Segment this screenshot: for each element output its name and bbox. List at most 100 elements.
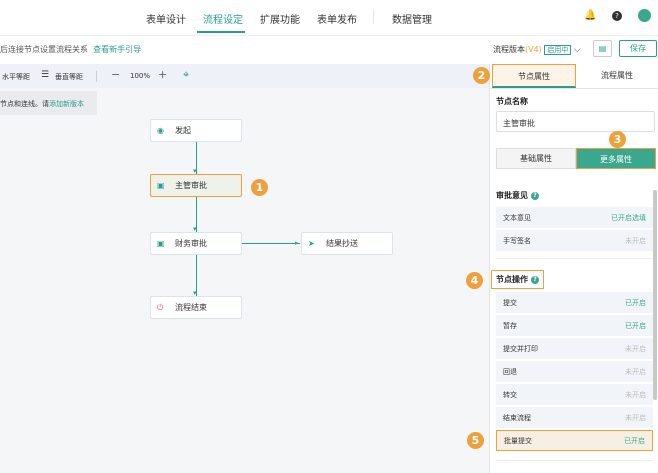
canvas-toolbar: 水平等距 ☰ 垂直等距 − 100% + ⌖ bbox=[0, 64, 489, 88]
node-name-input[interactable]: 主管审批 bbox=[496, 111, 655, 132]
avatar[interactable] bbox=[638, 9, 651, 22]
zoom-level: 100% bbox=[130, 72, 151, 80]
row-label: 提交并打印 bbox=[503, 344, 538, 353]
help-icon[interactable]: ? bbox=[612, 11, 622, 21]
help-icon[interactable]: ? bbox=[531, 275, 539, 284]
divider bbox=[0, 35, 658, 36]
notice-text: 节点和连线。请 bbox=[0, 100, 49, 108]
list-item[interactable]: 转交 未开启 bbox=[496, 384, 653, 405]
version-status-badge: 启用中 bbox=[544, 45, 572, 55]
scrollbar[interactable] bbox=[653, 190, 657, 400]
nav-data-manage[interactable]: 数据管理 bbox=[392, 15, 432, 26]
flow-canvas[interactable] bbox=[0, 64, 489, 473]
divider bbox=[496, 460, 653, 461]
notice-box: 节点和连线。请添加新版本 bbox=[0, 91, 97, 115]
connector bbox=[196, 142, 197, 174]
nav-flow-settings[interactable]: 流程设定 bbox=[203, 15, 243, 26]
approve-icon: ▣ bbox=[157, 239, 165, 248]
row-status: 未开启 bbox=[625, 367, 646, 376]
chevron-down-icon[interactable]: ⌵ bbox=[573, 45, 581, 55]
opinion-title-text: 审批意见 bbox=[496, 191, 528, 200]
opinion-title: 审批意见? bbox=[496, 190, 539, 201]
divider bbox=[489, 88, 658, 89]
row-label: 转交 bbox=[503, 390, 517, 399]
row-status: 未开启 bbox=[625, 236, 646, 245]
divider bbox=[496, 258, 653, 259]
row-label: 暂存 bbox=[503, 321, 517, 330]
version-label: 流程版本 bbox=[493, 45, 525, 54]
node-label: 结果抄送 bbox=[326, 239, 358, 248]
list-item[interactable]: 手写签名 未开启 bbox=[496, 230, 653, 251]
ops-title-text: 节点操作 bbox=[496, 275, 528, 284]
callout-3: 3 bbox=[609, 131, 626, 148]
row-label: 回退 bbox=[503, 367, 517, 376]
vertical-align-icon: ☰ bbox=[41, 70, 50, 80]
flow-node-cc[interactable]: ➤ 结果抄送 bbox=[301, 232, 393, 255]
list-item[interactable]: 提交并打印 未开启 bbox=[496, 338, 653, 359]
locate-icon[interactable]: ⌖ bbox=[183, 68, 190, 81]
horizontal-align-button[interactable]: 水平等距 bbox=[2, 73, 30, 81]
subtab-more[interactable]: 更多属性 bbox=[576, 148, 656, 169]
active-tab-indicator bbox=[197, 31, 245, 33]
node-label: 主管审批 bbox=[175, 181, 207, 190]
version-selector[interactable]: 流程版本(V4) 启用中 ⌵ bbox=[493, 44, 581, 55]
flow-node-finance-approval[interactable]: ▣ 财务审批 bbox=[150, 232, 242, 255]
add-version-link[interactable]: 添加新版本 bbox=[49, 100, 84, 108]
row-label: 文本意见 bbox=[503, 213, 531, 222]
tab-node-properties[interactable]: 节点属性 bbox=[492, 64, 576, 88]
nav-form-design[interactable]: 表单设计 bbox=[146, 15, 186, 26]
flow-node-manager-approval[interactable]: ▣主管审批 bbox=[150, 174, 242, 197]
power-icon: ⏻ bbox=[157, 302, 164, 312]
row-label: 批量提交 bbox=[504, 436, 532, 445]
hint-text: 后连接节点设置流程关系 bbox=[0, 45, 88, 54]
row-status: 已开启 bbox=[625, 298, 646, 307]
nav-divider bbox=[373, 10, 374, 24]
save-button[interactable]: 保存 bbox=[619, 40, 657, 57]
notification-icon[interactable]: 🔔 bbox=[584, 10, 597, 21]
guide-link[interactable]: 查看新手引导 bbox=[93, 45, 142, 54]
zoom-in-icon[interactable]: + bbox=[158, 68, 168, 81]
vertical-align-button[interactable]: 垂直等距 bbox=[55, 73, 83, 81]
row-status: 已开启 bbox=[624, 436, 645, 445]
list-item[interactable]: 提交已开启 bbox=[496, 292, 653, 313]
arrow-icon: ▾ bbox=[193, 225, 197, 233]
subtab-basic[interactable]: 基础属性 bbox=[496, 148, 576, 169]
row-label: 结束流程 bbox=[503, 413, 531, 422]
divider bbox=[96, 71, 97, 82]
help-icon[interactable]: ? bbox=[531, 191, 539, 200]
preview-icon[interactable]: ▤ bbox=[593, 40, 612, 57]
row-status: 已开启选填 bbox=[611, 213, 646, 222]
flow-node-end[interactable]: ⏻ 流程结束 bbox=[150, 296, 242, 319]
flow-node-start[interactable]: ◉ 发起 bbox=[150, 119, 242, 142]
list-item[interactable]: 回退 未开启 bbox=[496, 361, 653, 382]
play-icon: ◉ bbox=[157, 126, 164, 135]
send-icon: ➤ bbox=[308, 239, 315, 248]
arrow-icon: ▾ bbox=[193, 167, 197, 175]
nav-publish[interactable]: 表单发布 bbox=[317, 15, 357, 26]
list-item[interactable]: 暂存已开启 bbox=[496, 315, 653, 336]
node-label: 发起 bbox=[175, 126, 191, 135]
node-label: 流程结束 bbox=[175, 303, 207, 312]
node-name-label: 节点名称 bbox=[496, 97, 528, 106]
callout-5: 5 bbox=[467, 432, 484, 449]
version-number: (V4) bbox=[525, 45, 542, 54]
node-label: 财务审批 bbox=[175, 239, 207, 248]
row-status: 未开启 bbox=[625, 390, 646, 399]
flow-hint: 后连接节点设置流程关系 查看新手引导 bbox=[0, 44, 141, 55]
zoom-out-icon[interactable]: − bbox=[111, 68, 121, 81]
list-item[interactable]: 批量提交 已开启 bbox=[496, 430, 653, 451]
list-item[interactable]: 结束流程 未开启 bbox=[496, 407, 653, 428]
connector bbox=[242, 243, 300, 244]
nav-extensions[interactable]: 扩展功能 bbox=[260, 15, 300, 26]
connector bbox=[196, 197, 197, 232]
row-status: 未开启 bbox=[625, 413, 646, 422]
tab-flow-properties[interactable]: 流程属性 bbox=[601, 71, 633, 80]
list-item[interactable]: 文本意见 已开启选填 bbox=[496, 207, 653, 228]
row-label: 手写签名 bbox=[503, 236, 531, 245]
callout-4: 4 bbox=[466, 272, 483, 289]
row-status: 未开启 bbox=[625, 344, 646, 353]
arrow-icon: ▸ bbox=[295, 239, 299, 247]
callout-1: 1 bbox=[251, 179, 268, 196]
ops-title: 节点操作? bbox=[491, 270, 544, 289]
callout-2: 2 bbox=[473, 67, 490, 84]
